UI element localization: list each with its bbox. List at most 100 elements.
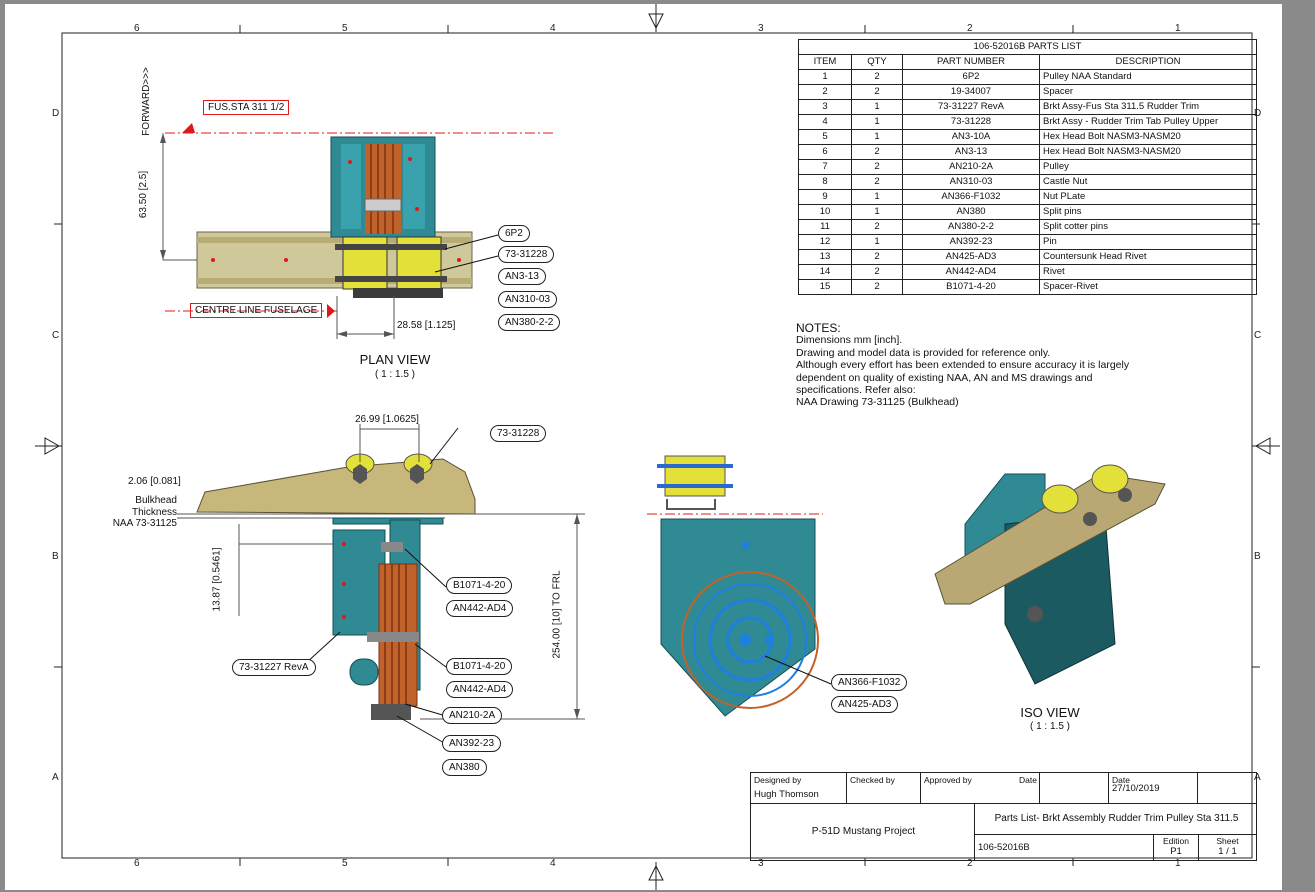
designed-by-label: Designed by bbox=[754, 775, 802, 785]
bulkhead-note-line: Bulkhead bbox=[135, 495, 177, 506]
cell-description: Spacer bbox=[1039, 84, 1257, 100]
sheet-cell: Sheet 1 / 1 bbox=[1198, 834, 1257, 861]
cell-item: 9 bbox=[798, 189, 852, 205]
drawing-number-cell: 106-52016B bbox=[974, 834, 1154, 861]
zone-top-2: 2 bbox=[967, 23, 973, 34]
cell-part-number: AN3-10A bbox=[902, 129, 1040, 145]
blank-cell-2 bbox=[1197, 772, 1257, 804]
parts-list-table: 106-52016B PARTS LIST ITEM QTY PART NUMB… bbox=[798, 39, 1257, 295]
dim-63-50: 63.50 [2.5] bbox=[138, 170, 150, 219]
part-title-cell: Parts List- Brkt Assembly Rudder Trim Pu… bbox=[974, 803, 1257, 835]
front-view-graphic bbox=[647, 455, 832, 717]
cell-qty: 1 bbox=[851, 234, 903, 250]
zone-right-a: A bbox=[1254, 772, 1261, 783]
project-cell: P-51D Mustang Project bbox=[750, 803, 975, 861]
zone-top-6: 6 bbox=[134, 23, 140, 34]
fus-sta-label: FUS.STA 311 1/2 bbox=[203, 100, 290, 115]
iso-view-title: ISO VIEW bbox=[1020, 705, 1080, 720]
cell-description: Hex Head Bolt NASM3-NASM20 bbox=[1039, 129, 1257, 145]
zone-right-d: D bbox=[1254, 108, 1262, 119]
edition-cell: Edition P1 bbox=[1153, 834, 1199, 861]
cell-qty: 1 bbox=[851, 114, 903, 130]
cell-qty: 2 bbox=[851, 144, 903, 160]
cell-description: Brkt Assy-Fus Sta 311.5 Rudder Trim bbox=[1039, 99, 1257, 115]
callout-balloon: AN210-2A bbox=[442, 707, 503, 724]
cell-part-number: AN442-AD4 bbox=[902, 264, 1040, 280]
zone-bottom-3: 3 bbox=[758, 858, 764, 869]
callout-balloon: AN3-13 bbox=[498, 268, 546, 285]
callout-balloon: B1071-4-20 bbox=[446, 658, 513, 675]
date-label: Date bbox=[1112, 775, 1130, 785]
notes-block: NOTES: Dimensions mm [inch]. Drawing and… bbox=[796, 322, 1156, 409]
cell-description: Rivet bbox=[1039, 264, 1257, 280]
dim-254: 254.00 [10] TO FRL bbox=[551, 570, 563, 659]
part-title: Parts List- Brkt Assembly Rudder Trim Pu… bbox=[994, 813, 1239, 824]
side-view-graphic bbox=[177, 424, 585, 745]
cell-item: 10 bbox=[798, 204, 852, 220]
zone-right-c: C bbox=[1254, 330, 1262, 341]
zone-bottom-1: 1 bbox=[1175, 858, 1181, 869]
cell-description: Split cotter pins bbox=[1039, 219, 1257, 235]
cell-qty: 2 bbox=[851, 249, 903, 265]
cell-part-number: AN392-23 bbox=[902, 234, 1040, 250]
notes-line: NAA Drawing 73-31125 (Bulkhead) bbox=[796, 396, 959, 409]
notes-heading: NOTES: bbox=[796, 321, 841, 335]
cell-item: 13 bbox=[798, 249, 852, 265]
zone-right-b: B bbox=[1254, 551, 1261, 562]
cell-part-number: 6P2 bbox=[902, 69, 1040, 85]
cell-part-number: AN310-03 bbox=[902, 174, 1040, 190]
approved-by-label: Approved by bbox=[924, 775, 972, 785]
callout-balloon: 6P2 bbox=[498, 225, 530, 242]
iso-view-scale: ( 1 : 1.5 ) bbox=[1029, 721, 1070, 732]
cell-description: Nut PLate bbox=[1039, 189, 1257, 205]
col-header-description: DESCRIPTION bbox=[1039, 54, 1257, 70]
callout-balloon: 73-31227 RevA bbox=[232, 659, 316, 676]
cell-part-number: AN380-2-2 bbox=[902, 219, 1040, 235]
bulkhead-note-line: NAA 73-31125 bbox=[112, 518, 177, 529]
cell-part-number: 73-31227 RevA bbox=[902, 99, 1040, 115]
cell-qty: 1 bbox=[851, 99, 903, 115]
cell-item: 14 bbox=[798, 264, 852, 280]
cell-description: Pulley NAA Standard bbox=[1039, 69, 1257, 85]
date-value: 27/10/2019 bbox=[1112, 783, 1160, 794]
cell-qty: 2 bbox=[851, 219, 903, 235]
cell-description: Castle Nut bbox=[1039, 174, 1257, 190]
plan-view-scale: ( 1 : 1.5 ) bbox=[374, 369, 415, 380]
sheet-label: Sheet bbox=[1216, 836, 1239, 846]
drawing-graphics bbox=[35, 4, 1280, 890]
cell-qty: 2 bbox=[851, 84, 903, 100]
cell-item: 4 bbox=[798, 114, 852, 130]
col-header-item: ITEM bbox=[798, 54, 852, 70]
zone-top-5: 5 bbox=[342, 23, 348, 34]
cell-qty: 2 bbox=[851, 279, 903, 295]
bulkhead-note: Bulkhead Thickness NAA 73-31125 bbox=[85, 495, 177, 530]
callout-balloon: AN310-03 bbox=[498, 291, 558, 308]
callout-balloon: 73-31228 bbox=[490, 425, 547, 442]
cell-item: 5 bbox=[798, 129, 852, 145]
project-name: P-51D Mustang Project bbox=[811, 826, 916, 837]
notes-line: Dimensions mm [inch]. bbox=[796, 334, 903, 347]
col-header-part-number: PART NUMBER bbox=[902, 54, 1040, 70]
edition-label: Edition bbox=[1163, 836, 1189, 846]
zone-bottom-5: 5 bbox=[342, 858, 348, 869]
cell-part-number: AN3-13 bbox=[902, 144, 1040, 160]
zone-top-4: 4 bbox=[550, 23, 556, 34]
checked-by-cell: Checked by bbox=[846, 772, 921, 804]
dim-13-87: 13.87 [0.5461] bbox=[211, 547, 223, 612]
notes-line: Drawing and model data is provided for r… bbox=[796, 346, 1051, 359]
cell-description: Pin bbox=[1039, 234, 1257, 250]
checked-by-label: Checked by bbox=[850, 775, 895, 785]
cell-item: 11 bbox=[798, 219, 852, 235]
dim-2-06: 2.06 [0.081] bbox=[128, 476, 181, 487]
cell-item: 7 bbox=[798, 159, 852, 175]
